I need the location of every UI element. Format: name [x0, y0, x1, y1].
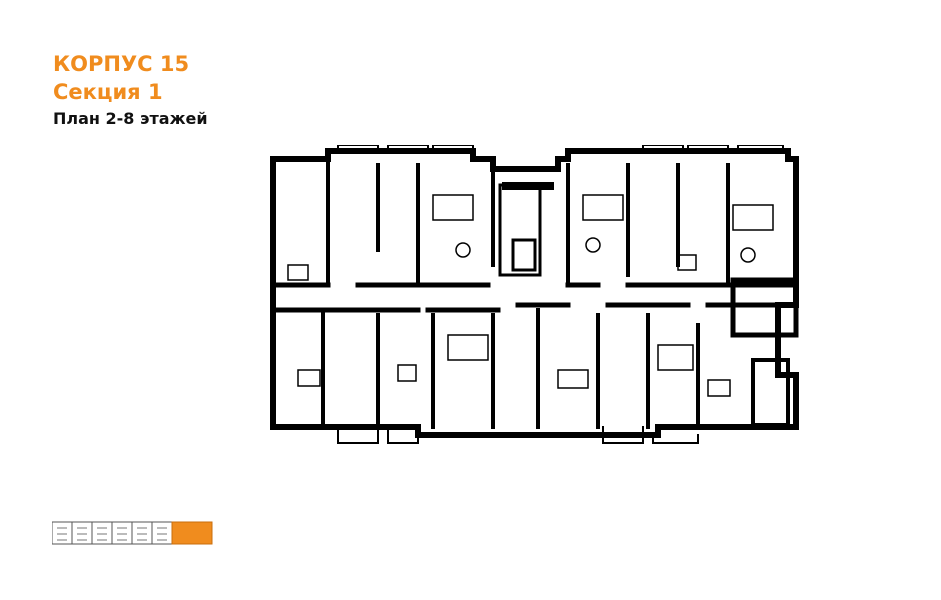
right-annex — [751, 358, 790, 427]
stove — [585, 237, 601, 253]
plan-subtitle: План 2-8 этажей — [53, 109, 208, 128]
balcony — [337, 426, 699, 444]
section-title: Секция 1 — [53, 80, 163, 104]
fixture — [287, 264, 309, 281]
stove — [740, 247, 756, 263]
fixture — [707, 379, 731, 397]
partition — [321, 308, 700, 429]
building-key — [52, 521, 213, 545]
bath — [447, 334, 489, 361]
fixture — [397, 364, 417, 382]
highlighted-section — [171, 521, 213, 545]
shaft — [502, 182, 554, 190]
elevator — [511, 238, 537, 272]
bath — [657, 344, 694, 371]
bath — [732, 204, 774, 231]
fixture — [677, 254, 697, 271]
title-block: КОРПУС 15 Секция 1 План 2-8 этажей — [53, 50, 208, 132]
fixture — [557, 369, 589, 389]
partition — [326, 157, 730, 287]
bath — [432, 194, 474, 221]
outer-wall — [270, 148, 799, 438]
stove — [455, 242, 471, 258]
floor-plan — [270, 145, 799, 444]
right-wing — [730, 277, 799, 338]
building-title: КОРПУС 15 — [53, 52, 190, 76]
fixture — [297, 369, 321, 387]
bath — [582, 194, 624, 221]
corridor-wall — [270, 302, 776, 313]
